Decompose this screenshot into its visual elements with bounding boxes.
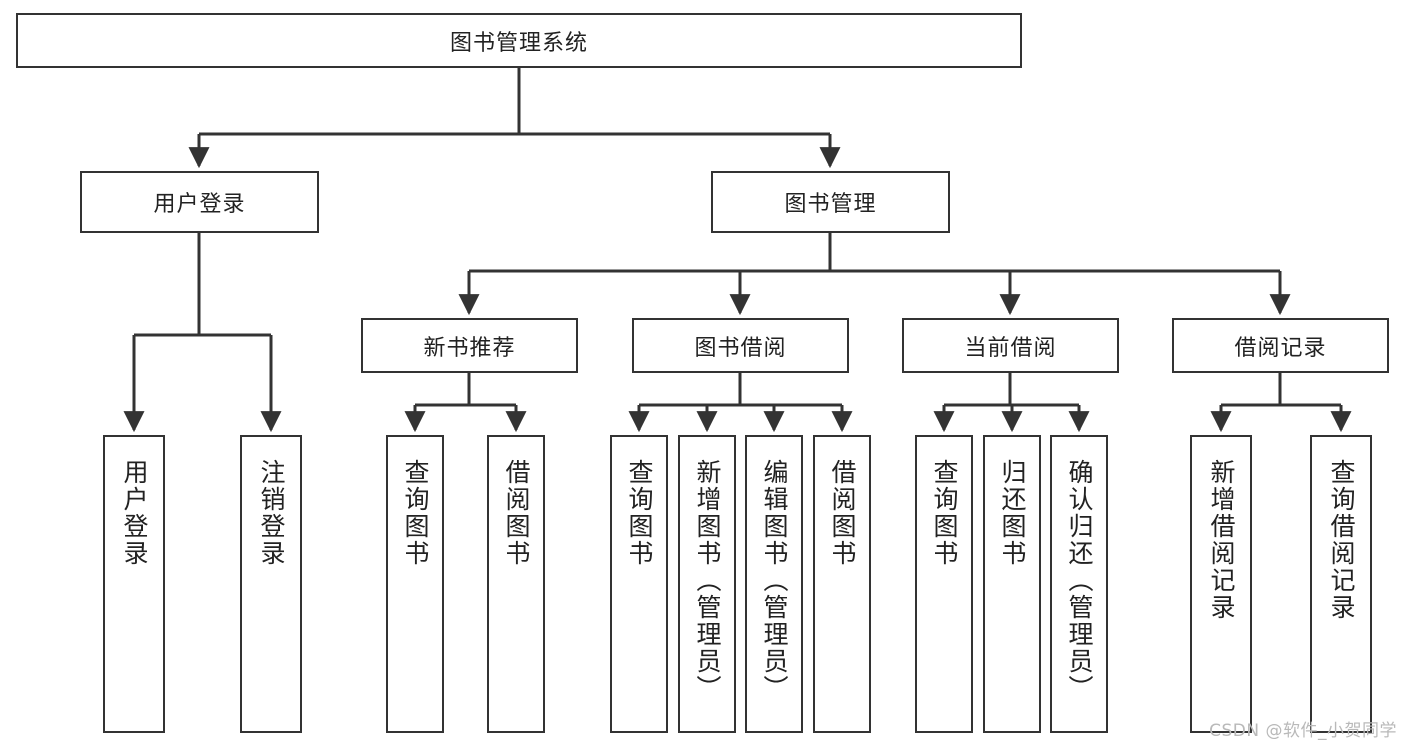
node-book-management[interactable]: 图书管理 bbox=[711, 171, 950, 233]
leaf-borrow-book[interactable]: 借阅图书 bbox=[813, 435, 871, 733]
leaf-user-login-label: 用户登录 bbox=[120, 459, 149, 567]
leaf-edit-book-admin-label: 编辑图书（管理员） bbox=[760, 459, 789, 702]
leaf-borrow-book-recommend-label: 借阅图书 bbox=[502, 459, 531, 567]
leaf-edit-book-admin[interactable]: 编辑图书（管理员） bbox=[745, 435, 803, 733]
leaf-return-book-label: 归还图书 bbox=[998, 459, 1027, 567]
leaf-add-borrow-record-label: 新增借阅记录 bbox=[1207, 459, 1236, 621]
leaf-query-book-recommend[interactable]: 查询图书 bbox=[386, 435, 444, 733]
node-root-label: 图书管理系统 bbox=[449, 30, 588, 56]
leaf-query-book-current[interactable]: 查询图书 bbox=[915, 435, 973, 733]
node-current-borrow-label: 当前借阅 bbox=[964, 335, 1057, 361]
leaf-user-login[interactable]: 用户登录 bbox=[103, 435, 165, 733]
node-book-borrow[interactable]: 图书借阅 bbox=[632, 318, 849, 373]
node-user-login[interactable]: 用户登录 bbox=[80, 171, 319, 233]
csdn-watermark: CSDN @软件_小贺同学 bbox=[1209, 721, 1397, 741]
node-borrow-record[interactable]: 借阅记录 bbox=[1172, 318, 1389, 373]
node-user-login-label: 用户登录 bbox=[153, 192, 246, 217]
node-new-book-recommend-label: 新书推荐 bbox=[423, 335, 516, 361]
node-book-management-label: 图书管理 bbox=[784, 192, 877, 217]
leaf-logout[interactable]: 注销登录 bbox=[240, 435, 302, 733]
leaf-return-book[interactable]: 归还图书 bbox=[983, 435, 1041, 733]
node-root[interactable]: 图书管理系统 bbox=[16, 13, 1022, 68]
leaf-query-borrow-record-label: 查询借阅记录 bbox=[1327, 459, 1356, 621]
node-current-borrow[interactable]: 当前借阅 bbox=[902, 318, 1119, 373]
leaf-borrow-book-label: 借阅图书 bbox=[828, 459, 857, 567]
node-new-book-recommend[interactable]: 新书推荐 bbox=[361, 318, 578, 373]
node-book-borrow-label: 图书借阅 bbox=[694, 335, 787, 361]
leaf-query-book-borrow[interactable]: 查询图书 bbox=[610, 435, 668, 733]
leaf-logout-label: 注销登录 bbox=[257, 459, 286, 567]
leaf-query-book-borrow-label: 查询图书 bbox=[625, 459, 654, 567]
leaf-borrow-book-recommend[interactable]: 借阅图书 bbox=[487, 435, 545, 733]
leaf-add-borrow-record[interactable]: 新增借阅记录 bbox=[1190, 435, 1252, 733]
leaf-query-borrow-record[interactable]: 查询借阅记录 bbox=[1310, 435, 1372, 733]
leaf-confirm-return-admin[interactable]: 确认归还（管理员） bbox=[1050, 435, 1108, 733]
leaf-query-book-recommend-label: 查询图书 bbox=[401, 459, 430, 567]
leaf-confirm-return-admin-label: 确认归还（管理员） bbox=[1065, 459, 1094, 702]
leaf-add-book-admin-label: 新增图书（管理员） bbox=[693, 459, 722, 702]
node-borrow-record-label: 借阅记录 bbox=[1234, 335, 1327, 361]
leaf-query-book-current-label: 查询图书 bbox=[930, 459, 959, 567]
leaf-add-book-admin[interactable]: 新增图书（管理员） bbox=[678, 435, 736, 733]
